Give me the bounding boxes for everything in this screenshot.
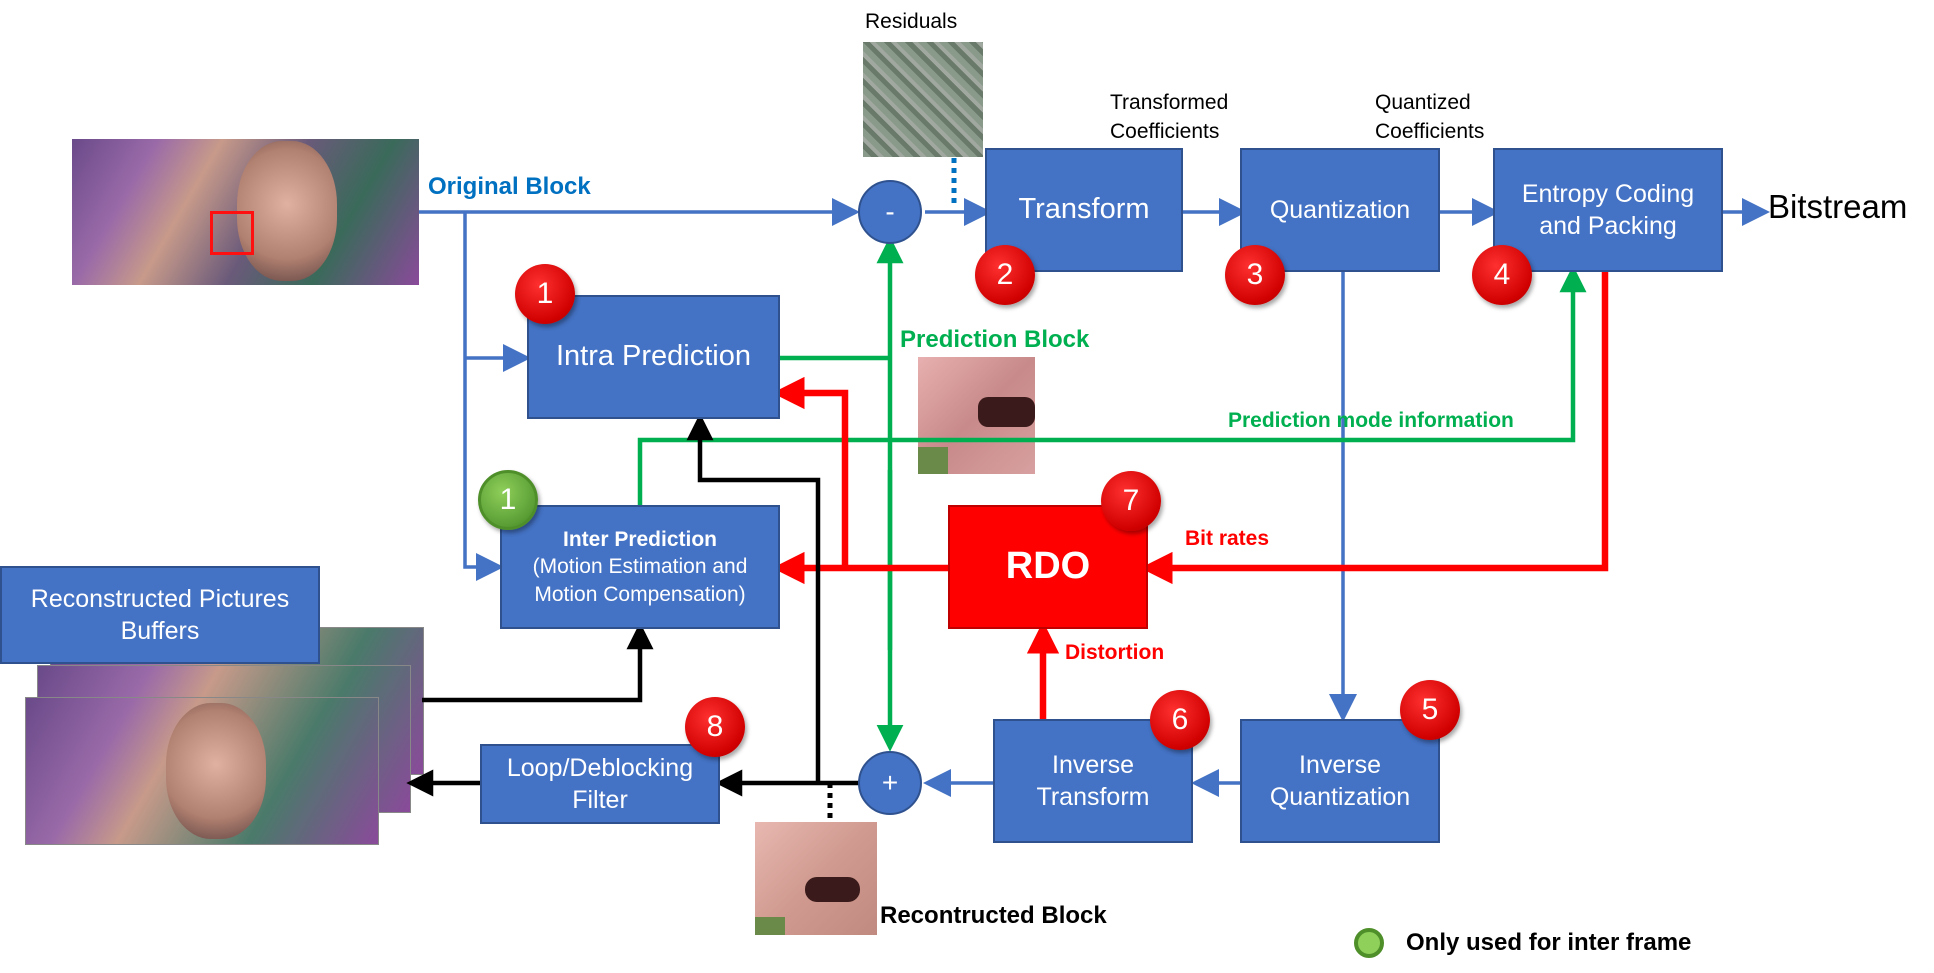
add-symbol: + [881,767,899,798]
original-block-label: Original Block [428,173,591,200]
step-badge-1-inter: 1 [478,470,538,530]
rdo-label: RDO [1005,545,1091,588]
step-badge-3: 3 [1225,245,1285,305]
reconstructed-to-intra-arrow [686,413,821,783]
loop-deblocking-filter-block: Loop/Deblocking Filter [480,744,720,824]
original-frame-image [72,139,419,285]
subtract-symbol: - [885,196,895,227]
entropy-bitrate-to-rdo-arrow [1140,270,1609,585]
step-badge-8: 8 [685,697,745,757]
entropy-coding-label: Entropy Coding and Packing [1521,179,1695,241]
distortion-label: Distortion [1065,641,1165,664]
legend-label: Only used for inter frame [1406,929,1692,956]
reconstructed-block-label: Recontructed Block [880,902,1107,929]
add-operator: + [858,751,922,815]
step-number: 2 [996,258,1014,291]
step-number: 7 [1122,484,1140,517]
prediction-block-label: Prediction Block [900,326,1090,353]
inter-prediction-subtitle: (Motion Estimation and Motion Compensati… [532,555,748,606]
entropy-coding-block: Entropy Coding and Packing [1493,148,1723,272]
step-number: 6 [1171,703,1189,736]
transformed-coefficients-label: Transformed Coefficients [1110,91,1229,144]
step-badge-1-intra: 1 [515,264,575,324]
step-number: 3 [1246,258,1264,291]
inverse-transform-block: Inverse Transform [993,719,1193,843]
step-badge-6: 6 [1150,690,1210,750]
prediction-block-image [918,357,1035,474]
legend-green-circle-icon [1354,928,1384,958]
inter-prediction-title: Inter Prediction [562,528,718,552]
reconstructed-pictures-buffers-label: Reconstructed Pictures Buffers [30,584,290,646]
transform-label: Transform [1018,193,1150,226]
quantization-label: Quantization [1269,195,1411,224]
step-badge-4: 4 [1472,245,1532,305]
residuals-label: Residuals [865,10,958,33]
prediction-mode-label: Prediction mode information [1228,409,1514,432]
reconstructed-pictures-buffers-block: Reconstructed Pictures Buffers [0,566,320,664]
step-number: 1 [499,483,517,516]
inverse-quantization-label: Inverse Quantization [1269,750,1411,812]
inverse-quantization-block: Inverse Quantization [1240,719,1440,843]
transform-block: Transform [985,148,1183,272]
step-badge-2: 2 [975,245,1035,305]
step-number: 1 [536,277,554,310]
step-number: 8 [706,710,724,743]
original-to-inter-arrow [463,212,504,581]
inverse-transform-label: Inverse Transform [1036,750,1150,812]
subtract-operator: - [858,180,922,244]
intra-prediction-block: Intra Prediction [527,295,780,419]
legend: Only used for inter frame [1354,928,1691,958]
step-badge-5: 5 [1400,680,1460,740]
loop-deblocking-filter-label: Loop/Deblocking Filter [506,753,694,815]
buffer-frame-image-front [25,697,379,845]
step-badge-7: 7 [1101,471,1161,531]
step-number: 5 [1421,693,1439,726]
buffers-to-inter-arrow [422,622,654,703]
quantized-coefficients-label: Quantized Coefficients [1375,91,1485,144]
intra-prediction-label: Intra Prediction [555,340,752,373]
step-number: 4 [1493,258,1511,291]
bitstream-label: Bitstream [1768,188,1908,225]
reconstructed-block-image [755,822,877,935]
inter-prediction-block: Inter Prediction (Motion Estimation and … [500,505,780,629]
residuals-image [863,42,983,157]
rdo-to-intra-arrow [772,376,849,568]
prediction-mode-arrow [637,265,1587,505]
selected-block-marker [210,211,254,255]
bit-rates-label: Bit rates [1185,527,1270,550]
